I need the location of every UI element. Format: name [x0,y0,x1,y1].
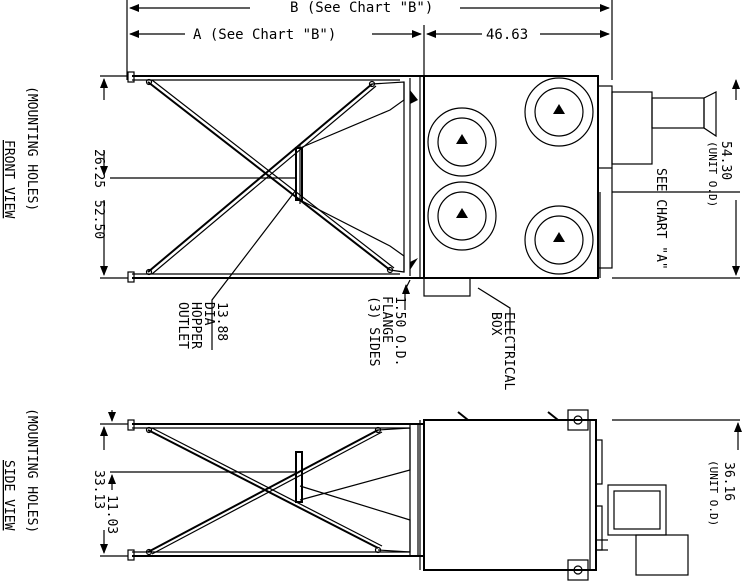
dim-52-50-text: 52.50 [91,200,106,239]
hopper-line-4: OUTLET [175,302,190,349]
dim-46-63-label: 46.63 [486,27,528,43]
hopper-line-2: DIA [201,302,216,326]
unit-od-label: (UNIT O.D) [706,141,719,207]
hopper-callout: 13.88 DIA HOPPER OUTLET [175,302,229,349]
mounting-holes-2-label: (MOUNTING HOLES) [24,408,39,533]
dim-a-label: A (See Chart "B") [193,27,336,43]
dim-54-30-label: 54.30 [718,141,733,180]
electrical-line-2: BOX [488,312,503,336]
front-view-dimensions [100,75,740,350]
dim-33-13-label: 33.13 [91,470,106,509]
side-view-title: SIDE VIEW [1,460,16,531]
top-dimension-lines [126,0,613,80]
unit-od-2-label: (UNIT O.D) [707,460,720,526]
hopper-line-1: 13.88 [214,302,229,341]
front-view-title: FRONT VIEW [1,140,16,218]
filter-icon [456,104,565,242]
side-view-frame [127,409,689,581]
electrical-line-1: ELECTRICAL [501,312,516,390]
flange-line-3: (3) SIDES [366,296,381,366]
front-view-frame [127,71,717,297]
dim-11-03-label: 11.03 [104,495,119,534]
electrical-callout: ELECTRICAL BOX [488,312,516,390]
flange-line-1: 1.50 O.D. [392,296,407,366]
side-view-dimensions [100,410,742,557]
dim-26-25-label: 26.25 [91,149,106,188]
dim-36-16-label: 36.16 [721,462,736,501]
see-chart-a-label: SEE CHART "A" [653,168,668,270]
hopper-line-3: HOPPER [188,302,203,349]
flange-line-2: FLANGE [379,296,394,343]
dim-b-label: B (See Chart "B") [290,0,433,16]
mounting-holes-label: (MOUNTING HOLES) [24,86,39,211]
flange-callout: 1.50 O.D. FLANGE (3) SIDES [366,296,407,366]
